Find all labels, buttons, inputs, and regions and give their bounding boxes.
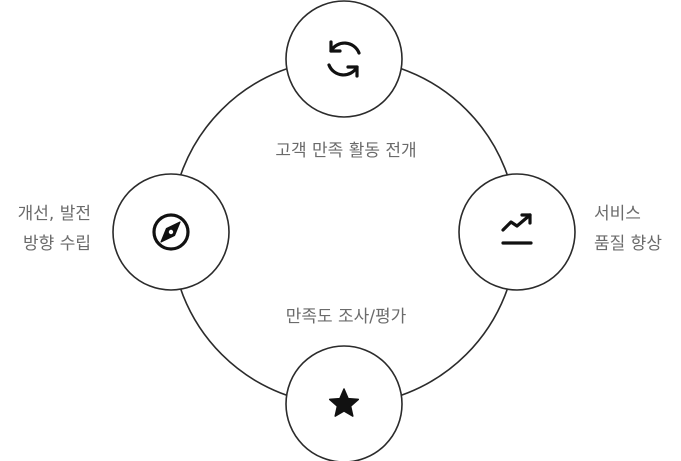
inner-label-upper: 고객 만족 활동 전개 (275, 141, 417, 161)
node-top (285, 0, 403, 118)
label-left-line-2: 방향 수립 (23, 234, 91, 254)
node-left (112, 173, 230, 291)
star-icon (328, 388, 360, 417)
node-bottom (285, 345, 403, 461)
inner-label-lower: 만족도 조사/평가 (285, 307, 407, 327)
label-right-line-1: 서비스 (594, 204, 641, 224)
compass-icon (152, 213, 190, 251)
refresh-icon (327, 40, 361, 78)
label-right: 서비스 품질 향상 (594, 199, 662, 259)
label-left-line-1: 개선, 발전 (17, 204, 91, 224)
label-right-line-2: 품질 향상 (594, 234, 662, 254)
node-right (458, 173, 576, 291)
label-left: 개선, 발전 방향 수립 (18, 199, 91, 259)
trending-up-icon (501, 213, 533, 245)
